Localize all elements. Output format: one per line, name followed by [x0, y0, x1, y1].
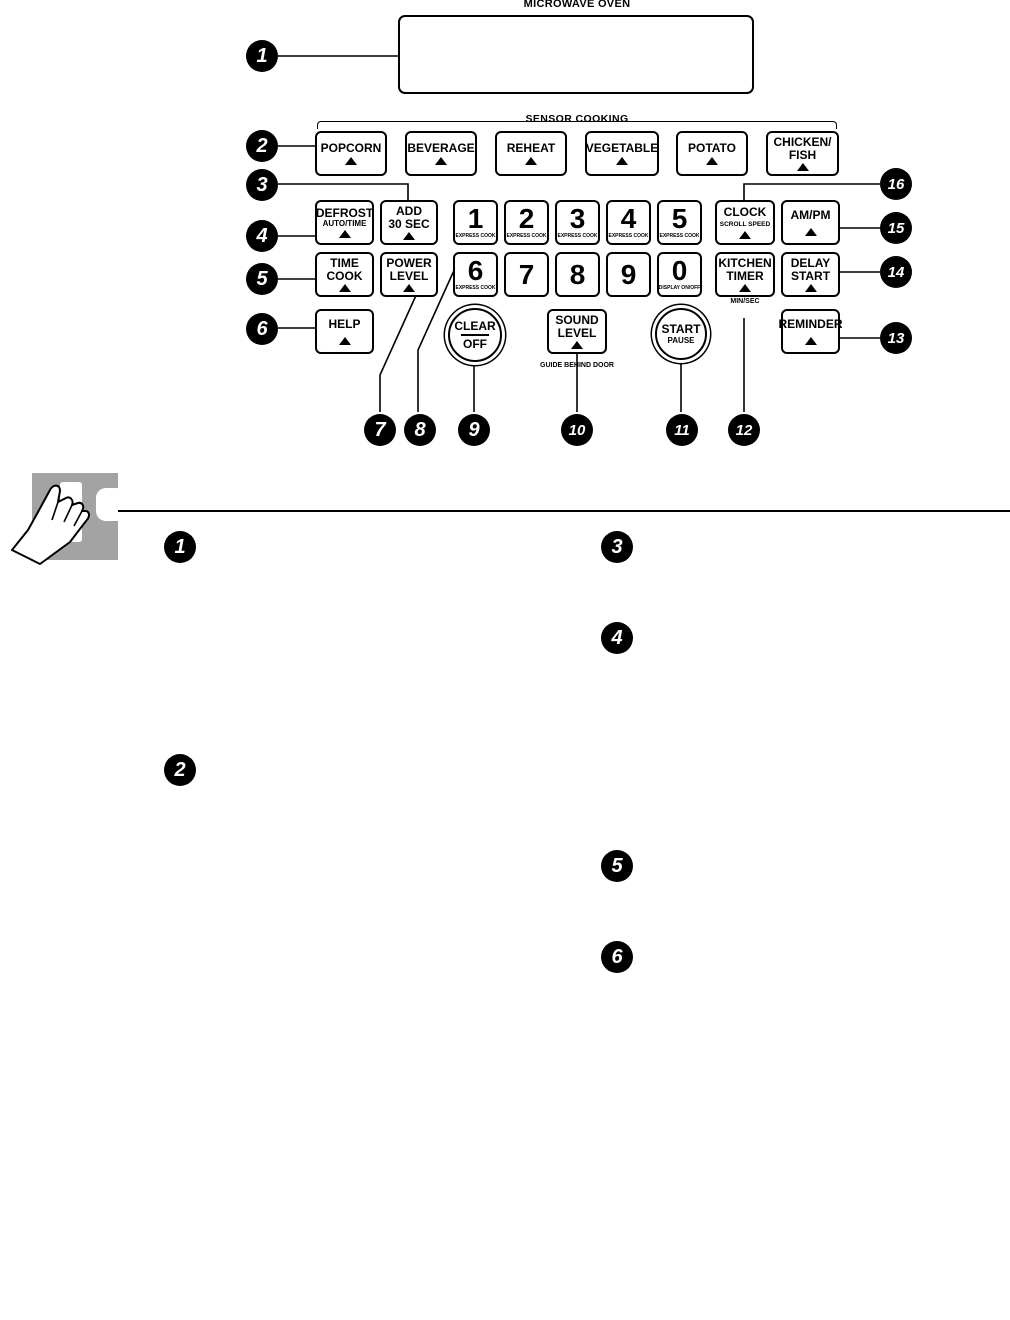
- triangle-indicator-icon: [804, 284, 817, 293]
- callout-4: 4: [246, 220, 278, 252]
- triangle-indicator-icon: [338, 230, 351, 239]
- callout-14: 14: [880, 256, 912, 288]
- triangle-indicator-icon: [804, 336, 817, 345]
- sound-level-button[interactable]: SOUND LEVEL: [547, 309, 607, 354]
- add-30-sec-button[interactable]: ADD 30 SEC: [380, 200, 438, 245]
- number-8-button[interactable]: 8: [555, 252, 600, 297]
- kitchen-timer-button[interactable]: KITCHEN TIMER: [715, 252, 775, 297]
- callout-12: 12: [728, 414, 760, 446]
- reheat-button[interactable]: REHEAT: [495, 131, 567, 176]
- sound-level-caption: GUIDE BEHIND DOOR: [540, 362, 614, 369]
- number-9-button[interactable]: 9: [606, 252, 651, 297]
- power-level-button[interactable]: POWER LEVEL: [380, 252, 438, 297]
- number-2-button[interactable]: 2 EXPRESS COOK: [504, 200, 549, 245]
- am-pm-button[interactable]: AM/PM: [781, 200, 840, 245]
- number-6-button[interactable]: 6 EXPRESS COOK: [453, 252, 498, 297]
- start-pause-button[interactable]: START PAUSE: [655, 308, 707, 360]
- divider-line: [461, 334, 489, 336]
- triangle-indicator-icon: [345, 156, 357, 165]
- triangle-indicator-icon: [571, 341, 583, 350]
- chicken-fish-button[interactable]: CHICKEN/ FISH: [766, 131, 839, 176]
- triangle-indicator-icon: [338, 337, 351, 346]
- section-callout-4: 4: [601, 622, 633, 654]
- callout-11: 11: [666, 414, 698, 446]
- callout-15: 15: [880, 212, 912, 244]
- section-callout-3: 3: [601, 531, 633, 563]
- number-7-button[interactable]: 7: [504, 252, 549, 297]
- callout-3: 3: [246, 169, 278, 201]
- number-4-button[interactable]: 4 EXPRESS COOK: [606, 200, 651, 245]
- callout-8: 8: [404, 414, 436, 446]
- number-3-button[interactable]: 3 EXPRESS COOK: [555, 200, 600, 245]
- popcorn-button[interactable]: POPCORN: [315, 131, 387, 176]
- beverage-button[interactable]: BEVERAGE: [405, 131, 477, 176]
- triangle-indicator-icon: [739, 284, 751, 293]
- triangle-indicator-icon: [706, 156, 718, 165]
- section-callout-6: 6: [601, 941, 633, 973]
- delay-start-button[interactable]: DELAY START: [781, 252, 840, 297]
- panel-title: MICROWAVE OVEN: [523, 0, 631, 10]
- number-5-button[interactable]: 5 EXPRESS COOK: [657, 200, 702, 245]
- callout-10: 10: [561, 414, 593, 446]
- section-callout-1: 1: [164, 531, 196, 563]
- callout-1: 1: [246, 40, 278, 72]
- callout-2: 2: [246, 130, 278, 162]
- clear-off-button[interactable]: CLEAR OFF: [448, 308, 502, 362]
- triangle-indicator-icon: [804, 227, 817, 236]
- leader-lines: [278, 55, 880, 412]
- sensor-cooking-label: SENSOR COOKING: [525, 113, 629, 125]
- callout-9: 9: [458, 414, 490, 446]
- triangle-indicator-icon: [403, 284, 415, 293]
- triangle-indicator-icon: [739, 231, 751, 240]
- triangle-indicator-icon: [338, 284, 351, 293]
- callout-6: 6: [246, 313, 278, 345]
- potato-button[interactable]: POTATO: [676, 131, 748, 176]
- triangle-indicator-icon: [525, 156, 537, 165]
- callout-13: 13: [880, 322, 912, 354]
- section-callout-2: 2: [164, 754, 196, 786]
- time-cook-button[interactable]: TIME COOK: [315, 252, 374, 297]
- section-divider: [118, 510, 1010, 512]
- triangle-indicator-icon: [403, 232, 415, 241]
- clock-button[interactable]: CLOCK SCROLL SPEED: [715, 200, 775, 245]
- triangle-indicator-icon: [435, 156, 447, 165]
- number-0-button[interactable]: 0 DISPLAY ON/OFF: [657, 252, 702, 297]
- triangle-indicator-icon: [796, 163, 809, 172]
- triangle-indicator-icon: [616, 156, 628, 165]
- kitchen-timer-caption: MIN/SEC: [730, 298, 760, 305]
- sensor-cooking-bracket: [317, 121, 837, 129]
- callout-16: 16: [880, 168, 912, 200]
- reminder-button[interactable]: REMINDER: [779, 309, 843, 354]
- help-button[interactable]: HELP: [315, 309, 374, 354]
- callout-7: 7: [364, 414, 396, 446]
- pointing-hand-icon: [11, 482, 126, 565]
- vegetable-button[interactable]: VEGETABLE: [585, 131, 659, 176]
- section-callout-5: 5: [601, 850, 633, 882]
- defrost-button[interactable]: DEFROST AUTO/TIME: [315, 200, 374, 245]
- number-1-button[interactable]: 1 EXPRESS COOK: [453, 200, 498, 245]
- display-window: [398, 15, 754, 94]
- callout-5: 5: [246, 263, 278, 295]
